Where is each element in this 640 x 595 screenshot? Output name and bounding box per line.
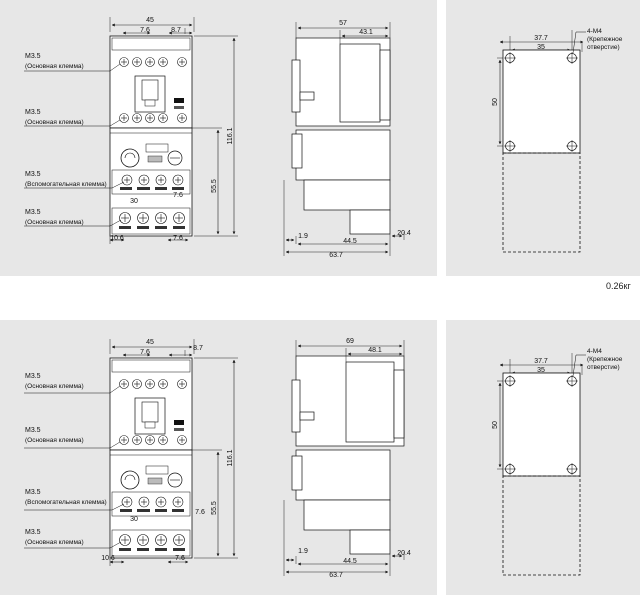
label-desc-1b: (Основная клемма) (25, 119, 84, 126)
label-screw-2d: M3.5 (25, 529, 41, 536)
mount-holes-desc1-1: (Крепежное (587, 36, 623, 43)
label-desc-1d: (Основная клемма) (25, 219, 84, 226)
label-screw-2b: M3.5 (25, 427, 41, 434)
mount-outer-2: 37.7 (534, 358, 548, 365)
label-desc-2c: (Вспомогательная клемма) (25, 499, 107, 506)
front-lower-width-1: 30 (130, 198, 138, 205)
label-desc-1c: (Вспомогательная клемма) (25, 181, 107, 188)
side-view-1 (291, 37, 391, 235)
side-top-2: 69 (346, 338, 354, 345)
front-left-offset-2: 10.6 (101, 555, 115, 562)
front-height-2: 116.1 (227, 449, 234, 466)
mount-outer-1: 37.7 (534, 35, 548, 42)
front-width-2: 45 (146, 339, 154, 346)
label-screw-1a: M3.5 (25, 53, 41, 60)
front-offset-right-2: 8.7 (193, 345, 203, 352)
mount-holes-desc1-2: (Крепежное (587, 356, 623, 363)
label-desc-2b: (Основная клемма) (25, 437, 84, 444)
label-screw-2c: M3.5 (25, 489, 41, 496)
side-bottom-1: 63.7 (329, 252, 343, 259)
mount-inner-2: 35 (537, 367, 545, 374)
front-bottom-pitch-2: 7.6 (175, 555, 185, 562)
label-desc-2d: (Основная клемма) (25, 539, 84, 546)
label-desc-1a: (Основная клемма) (25, 63, 84, 70)
front-width-1: 45 (146, 17, 154, 24)
side-left-small-2: 1.9 (298, 548, 308, 555)
side-right-small-1: 20.4 (397, 230, 411, 237)
front-mid-height-1: 55.5 (211, 179, 218, 193)
front-left-offset-1: 10.6 (110, 235, 124, 242)
side-bottom-inner-2: 44.5 (343, 558, 357, 565)
mount-height-1: 50 (492, 98, 499, 106)
mount-holes-1: 4-M4 (587, 28, 602, 35)
label-screw-1c: M3.5 (25, 171, 41, 178)
front-bottom-pitch-1: 7.6 (173, 235, 183, 242)
label-screw-2a: M3.5 (25, 373, 41, 380)
side-right-small-2: 20.4 (397, 550, 411, 557)
front-lower-width-2: 30 (130, 516, 138, 523)
side-top-1: 57 (339, 20, 347, 27)
front-height-1: 116.1 (227, 127, 234, 144)
side-bottom-2: 63.7 (329, 572, 343, 579)
label-screw-1d: M3.5 (25, 209, 41, 216)
mount-holes-desc2-2: отверстие) (587, 364, 620, 371)
mount-inner-1: 35 (537, 44, 545, 51)
front-pitch-1: 7.6 (140, 27, 150, 34)
mount-holes-desc2-1: отверстие) (587, 44, 620, 51)
front-aux-pitch-2: 7.6 (195, 509, 205, 516)
side-bottom-inner-1: 44.5 (343, 238, 357, 245)
front-offset-right-1: 8.7 (171, 27, 181, 34)
weight-label: 0.26кг (606, 281, 631, 291)
front-aux-pitch-1: 7.6 (173, 192, 183, 199)
side-top-inner-2: 48.1 (368, 347, 382, 354)
mount-height-2: 50 (492, 421, 499, 429)
label-desc-2a: (Основная клемма) (25, 383, 84, 390)
front-pitch-2: 7.6 (140, 349, 150, 356)
mount-holes-2: 4-M4 (587, 348, 602, 355)
label-screw-1b: M3.5 (25, 109, 41, 116)
front-mid-height-2: 55.5 (211, 501, 218, 515)
side-top-inner-1: 43.1 (359, 29, 373, 36)
side-view-2 (291, 355, 405, 555)
side-left-small-1: 1.9 (298, 233, 308, 240)
